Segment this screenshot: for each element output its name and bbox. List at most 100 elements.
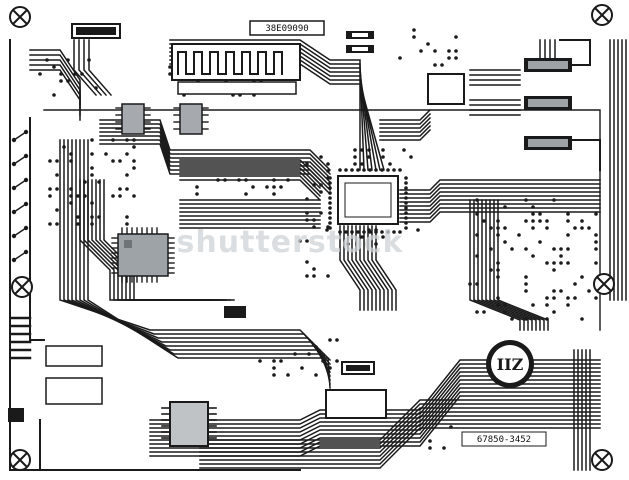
via-pad (94, 86, 98, 90)
trace (199, 399, 601, 441)
trace (199, 407, 601, 449)
trace (399, 207, 601, 219)
via-pad (552, 289, 556, 293)
via-pad (367, 155, 371, 159)
connector-top-center (171, 43, 301, 95)
via-pad (356, 168, 360, 172)
trace (73, 39, 98, 97)
via-pad (447, 49, 451, 53)
crystal-component (341, 361, 375, 375)
via-pad (552, 261, 556, 265)
via-pad (325, 228, 329, 232)
trace (559, 39, 591, 66)
round-chip-marking: IIZ (497, 355, 524, 374)
board-code-tag: 67850-3452 (461, 431, 547, 447)
via-pad (475, 254, 479, 258)
via-pad (125, 187, 129, 191)
via-pad (11, 185, 17, 191)
mounting-hole-top-left (9, 6, 31, 28)
via-pad (23, 201, 29, 207)
via-pad (404, 191, 408, 195)
trace (13, 155, 27, 165)
via-pad (69, 201, 73, 205)
via-pad (244, 192, 248, 196)
via-pad (559, 261, 563, 265)
via-pad (55, 159, 59, 163)
trace (179, 175, 322, 198)
via-pad (326, 162, 330, 166)
via-pad (272, 366, 276, 370)
trace (371, 225, 393, 311)
via-pad (489, 226, 493, 230)
via-pad (90, 222, 94, 226)
via-pad (475, 233, 479, 237)
mounting-hole-top-right (591, 4, 613, 26)
via-pad (319, 183, 323, 187)
via-pad (404, 186, 408, 190)
via-pad (409, 155, 413, 159)
via-pad (538, 240, 542, 244)
trace (199, 423, 601, 465)
via-pad (335, 338, 339, 342)
via-pad (80, 72, 84, 76)
via-pad (258, 359, 262, 363)
via-pad (52, 65, 56, 69)
via-pad (392, 230, 396, 234)
via-pad (90, 201, 94, 205)
via-pad (475, 282, 479, 286)
via-pad (545, 303, 549, 307)
via-pad (404, 176, 408, 180)
via-pad (362, 230, 366, 234)
via-pad (398, 168, 402, 172)
via-pad (360, 148, 364, 152)
via-pad (503, 310, 507, 314)
via-pad (328, 366, 332, 370)
via-pad (531, 226, 535, 230)
via-pad (531, 212, 535, 216)
ic-top-right (427, 73, 465, 105)
via-pad (305, 274, 309, 278)
mounting-hole-right-middle (593, 273, 615, 295)
via-pad (305, 218, 309, 222)
via-pad (531, 303, 535, 307)
via-pad (412, 28, 416, 32)
trace (379, 112, 432, 125)
via-pad (328, 206, 332, 210)
blank-pad-center (325, 389, 387, 419)
via-pad (338, 230, 342, 234)
mounting-hole-left-middle (11, 276, 33, 298)
connector-right-b (524, 96, 572, 110)
via-pad (48, 194, 52, 198)
via-pad (587, 289, 591, 293)
via-pad (367, 148, 371, 152)
via-pad (580, 219, 584, 223)
via-pad (312, 225, 316, 229)
connector-right-c (524, 136, 572, 150)
via-pad (300, 366, 304, 370)
via-pad (475, 198, 479, 202)
via-pad (545, 219, 549, 223)
via-pad (594, 247, 598, 251)
via-pad (573, 296, 577, 300)
trace (359, 225, 381, 311)
via-pad (350, 230, 354, 234)
trace (343, 225, 365, 311)
black-chip-middle (224, 306, 246, 318)
via-pad (503, 240, 507, 244)
via-pad (125, 173, 129, 177)
via-pad (195, 192, 199, 196)
via-pad (59, 72, 63, 76)
via-pad (510, 247, 514, 251)
via-pad (580, 226, 584, 230)
via-pad (545, 296, 549, 300)
via-pad (76, 222, 80, 226)
trace (363, 225, 385, 311)
black-component-left-edge (8, 408, 24, 422)
via-pad (388, 162, 392, 166)
via-pad (272, 185, 276, 189)
via-pad (475, 212, 479, 216)
via-pad (468, 282, 472, 286)
trace (399, 195, 601, 207)
via-pad (454, 35, 458, 39)
